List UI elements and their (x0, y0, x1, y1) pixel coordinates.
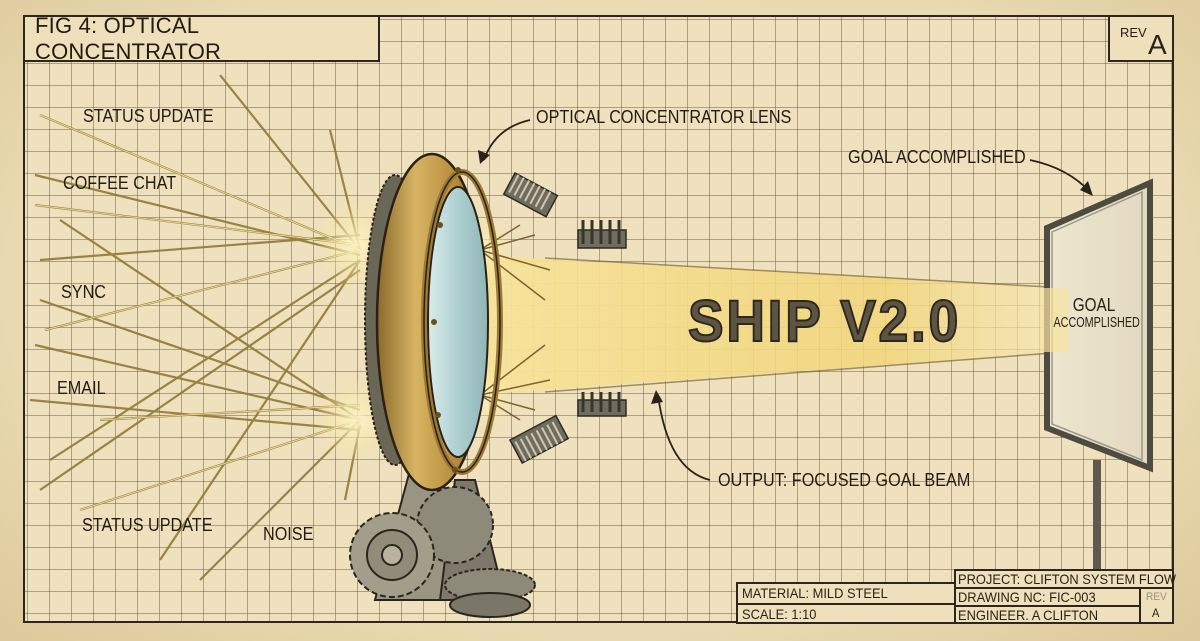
title-block-divider (954, 605, 1140, 607)
screen-line-2: ACCOMPLISHED (1053, 313, 1140, 331)
title-block-rev-label: REV (1146, 591, 1167, 603)
gear-stand (349, 469, 536, 618)
scale-field: SCALE: 1:10 (742, 606, 817, 622)
input-label-email: EMAIL (57, 378, 106, 398)
screen-line-1: GOAL (1072, 295, 1116, 315)
revision-box: REV A (1108, 15, 1174, 62)
callout-goal: GOAL ACCOMPLISHED (848, 147, 1026, 167)
callout-output: OUTPUT: FOCUSED GOAL BEAM (718, 470, 971, 490)
input-label-coffee-chat: COFFEE CHAT (63, 173, 177, 193)
input-rays (29, 74, 362, 581)
goal-beam (470, 255, 1065, 395)
title-block-right (954, 569, 1174, 624)
beam-label: SHIP V2.0 (687, 288, 962, 355)
input-label-status-update-top: STATUS UPDATE (83, 106, 214, 126)
title-block-divider (954, 587, 1174, 589)
rev-value: A (1148, 29, 1167, 60)
heat-sinks (502, 171, 627, 464)
drawing-number-field: DRAWING NC: FIC-003 (958, 589, 1096, 605)
screen-text: GOAL ACCOMPLISHED (1052, 295, 1140, 331)
engineer-field: ENGINEER. A CLIFTON (958, 607, 1099, 623)
target-screen (1044, 178, 1153, 570)
optical-lens (364, 152, 503, 492)
callout-lens: OPTICAL CONCENTRATOR LENS (536, 107, 792, 127)
input-label-sync: SYNC (61, 282, 107, 302)
input-label-noise: NOISE (263, 524, 314, 544)
title-block-rev-value: A (1152, 606, 1160, 620)
title-block-divider (1139, 587, 1141, 624)
figure-title: FIG 4: OPTICAL CONCENTRATOR (23, 13, 380, 64)
input-label-status-update-bottom: STATUS UPDATE (82, 515, 213, 535)
rev-label: REV (1120, 25, 1147, 40)
material-field: MATERIAL: MILD STEEL (742, 585, 888, 601)
title-block-divider (736, 603, 956, 605)
project-field: PROJECT: CLIFTON SYSTEM FLOW (958, 571, 1177, 587)
